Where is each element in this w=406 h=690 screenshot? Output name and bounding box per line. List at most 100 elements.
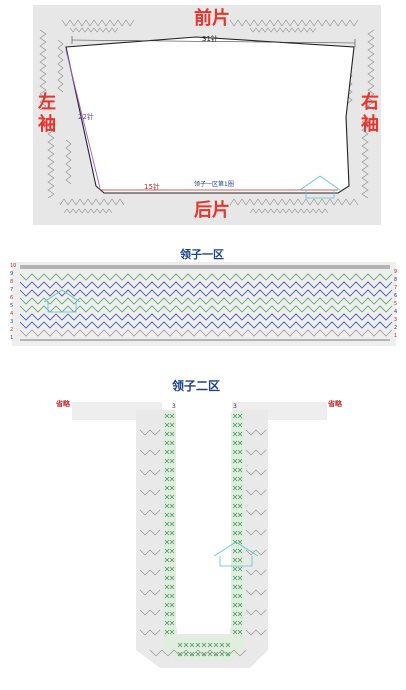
stitch-x-mark [169, 530, 175, 536]
zone1-row [19, 313, 393, 321]
stitch-x-mark [169, 629, 175, 635]
zone1-row-number: 4 [394, 309, 398, 315]
stitch-x-mark [237, 521, 243, 527]
stitch-x-mark [237, 575, 243, 581]
zone1-row [19, 305, 393, 313]
zone1-row-number: 3 [10, 319, 14, 325]
watermark-logo-3 [43, 289, 81, 313]
stitch-x-mark [232, 440, 238, 446]
stitch-x-mark [232, 422, 238, 428]
zone2-marker-left: 3 [172, 403, 176, 410]
stitch-x-mark [169, 512, 175, 518]
stitch-x-mark [201, 651, 207, 657]
zone1-row-number: 3 [394, 317, 398, 323]
stitch-x-mark [169, 593, 175, 599]
stitch-x-mark [164, 449, 170, 455]
stitch-x-mark [237, 611, 243, 617]
stitch-x-mark [237, 422, 243, 428]
stitch-x-mark [169, 485, 175, 491]
collar-zone1-title: 领子一区 [180, 248, 224, 261]
watermark-logo-2 [213, 541, 259, 567]
stitch-x-mark [164, 521, 170, 527]
stitch-x-mark [232, 458, 238, 464]
stitch-x-mark [169, 476, 175, 482]
stitch-x-mark [164, 557, 170, 563]
stitch-x-mark [237, 458, 243, 464]
start-round-note: 领子一区第1圈 [194, 181, 234, 188]
stitch-x-mark [232, 629, 238, 635]
zone1-row-number: 6 [10, 295, 14, 301]
stitch-x-mark [195, 642, 201, 648]
zone2-marker-right: 3 [233, 403, 237, 410]
zone2-stitch-texture [139, 429, 267, 657]
stitch-x-mark [195, 651, 201, 657]
zone1-row [19, 273, 393, 281]
stitch-x-mark [169, 458, 175, 464]
zone1-row-number: 8 [394, 277, 398, 283]
stitch-x-mark [169, 467, 175, 473]
zone1-row-number: 4 [10, 311, 14, 317]
stitch-x-mark [232, 431, 238, 437]
stitch-x-mark [237, 584, 243, 590]
stitch-x-mark [164, 611, 170, 617]
stitch-x-mark [232, 593, 238, 599]
zone1-row-number: 9 [10, 271, 14, 277]
right-sleeve-label: 右袖 [361, 92, 379, 135]
zone1-row [19, 321, 393, 329]
stitch-x-mark [164, 629, 170, 635]
stitch-x-mark [201, 642, 207, 648]
stitch-x-mark [237, 566, 243, 572]
zone1-row-number: 9 [394, 269, 398, 275]
stitch-x-mark [232, 467, 238, 473]
stitch-x-mark [232, 602, 238, 608]
stitch-x-mark [169, 620, 175, 626]
stitch-x-mark [237, 593, 243, 599]
stitch-x-mark [232, 557, 238, 563]
top-stitch-count: 31针 [202, 35, 218, 43]
stitch-x-mark [164, 431, 170, 437]
stitch-x-mark [232, 449, 238, 455]
zone1-row-number: 1 [10, 335, 14, 341]
zone1-row-number: 2 [394, 325, 398, 331]
stitch-x-mark [164, 593, 170, 599]
zone1-row [19, 281, 393, 289]
stitch-x-mark [237, 629, 243, 635]
left-sleeve-label: 左袖 [38, 92, 56, 135]
stitch-x-mark [207, 642, 213, 648]
zone1-row-number: 5 [10, 303, 14, 309]
collar-zone2-title: 领子二区 [172, 379, 221, 393]
stitch-x-mark [164, 422, 170, 428]
stitch-x-mark [164, 548, 170, 554]
stitch-x-mark [169, 548, 175, 554]
stitch-x-mark [237, 602, 243, 608]
omit-right-label: 省略 [328, 400, 342, 408]
stitch-x-mark [183, 651, 189, 657]
zone1-row [19, 289, 393, 297]
stitch-x-mark [237, 512, 243, 518]
stitch-x-mark [237, 431, 243, 437]
stitch-x-mark [164, 575, 170, 581]
zone1-row-number: 6 [394, 293, 398, 299]
stitch-x-mark [232, 494, 238, 500]
stitch-x-mark [189, 651, 195, 657]
stitch-x-mark [177, 651, 183, 657]
stitch-x-mark [219, 642, 225, 648]
stitch-x-mark [164, 485, 170, 491]
stitch-x-mark [232, 575, 238, 581]
bottom-stitch-count: 15针 [144, 183, 160, 191]
stitch-x-mark [189, 642, 195, 648]
stitch-x-mark [219, 651, 225, 657]
stitch-x-mark [237, 485, 243, 491]
stitch-x-mark [169, 521, 175, 527]
stitch-x-mark [213, 651, 219, 657]
stitch-x-mark [169, 566, 175, 572]
stitch-x-mark [164, 512, 170, 518]
watermark-logo [299, 175, 341, 199]
omit-left-label: 省略 [56, 400, 70, 408]
stitch-x-mark [164, 566, 170, 572]
stitch-x-mark [232, 611, 238, 617]
stitch-x-mark [164, 467, 170, 473]
zone1-row-number: 7 [10, 287, 14, 293]
stitch-x-mark [164, 476, 170, 482]
